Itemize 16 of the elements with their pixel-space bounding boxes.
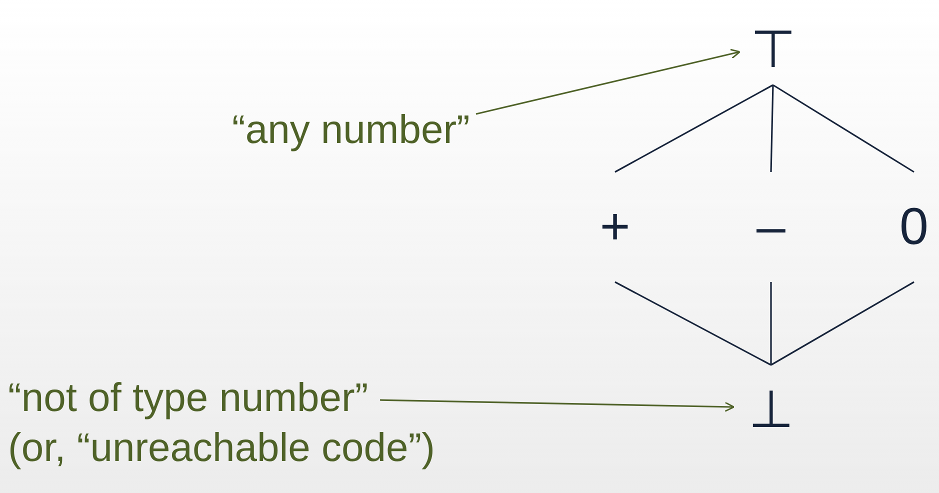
connector-line xyxy=(770,281,914,366)
connector-line xyxy=(772,84,914,173)
connector-line xyxy=(770,282,772,365)
bottom-symbol: ⊥ xyxy=(748,384,794,436)
zero-label: 0 xyxy=(900,201,928,253)
connector-line xyxy=(614,84,774,173)
annotation-text: “any number” xyxy=(232,107,470,154)
connector-line xyxy=(770,84,774,172)
top-symbol: ⊤ xyxy=(750,24,796,76)
connector-line xyxy=(614,281,772,366)
minus-label: – xyxy=(756,201,786,253)
arrow xyxy=(380,399,735,412)
annotation-text: (or, “unreachable code”) xyxy=(8,425,435,472)
annotation-text: “not of type number” xyxy=(8,375,368,422)
plus-label: + xyxy=(600,201,630,253)
arrow xyxy=(476,48,741,115)
